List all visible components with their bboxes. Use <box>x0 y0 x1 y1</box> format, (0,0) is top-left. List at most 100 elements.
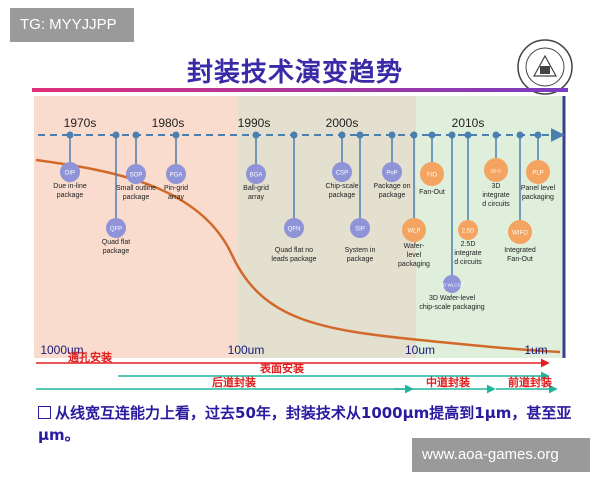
package-description: packaging <box>522 194 554 201</box>
package-abbr: SIP <box>355 227 365 233</box>
scale-label-1um: 1um <box>524 343 547 357</box>
package-description: Integrated <box>504 247 536 254</box>
timeline-dot <box>112 131 120 139</box>
decade-label-1980s: 1980s <box>152 116 185 130</box>
package-description: packaging <box>398 261 430 268</box>
package-description: array <box>168 194 184 201</box>
package-description: Pin-grid <box>164 185 188 192</box>
timeline-dot <box>448 131 456 139</box>
package-node-plp: PLP Panel level packaging <box>521 131 556 201</box>
package-description: Quad flat <box>102 239 130 246</box>
package-description: System in <box>345 247 376 254</box>
timeline-dot <box>492 131 500 139</box>
decade-label-1990s: 1990s <box>238 116 271 130</box>
package-description: 3D <box>492 183 501 190</box>
package-abbr: WLP <box>407 229 420 235</box>
package-bubble <box>126 164 146 184</box>
package-description: Wafer- <box>404 243 425 250</box>
bottom-right-watermark: www.aoa-games.org <box>412 438 590 472</box>
package-abbr: QFP <box>110 227 122 233</box>
package-bubble <box>332 162 352 182</box>
package-abbr: 3D IC <box>490 169 502 174</box>
through-hole-label: 通孔安装 <box>68 350 112 364</box>
package-abbr: DIP <box>65 171 75 177</box>
timeline-dot <box>172 131 180 139</box>
timeline-dot <box>534 131 542 139</box>
package-description: Due in-line <box>53 183 87 190</box>
package-bubble <box>458 220 478 240</box>
top-left-watermark: TG: MYYJJPP <box>10 8 134 42</box>
scale-label-100um: 100um <box>228 343 265 357</box>
summary-bullet-text: 从线宽互连能力上看，过去50年，封装技术从1000μm提高到1μm，甚至亚μm。 <box>38 404 572 444</box>
package-description: integrate <box>454 250 481 257</box>
package-bubble <box>443 275 461 293</box>
package-abbr: BGA <box>250 173 263 179</box>
scale-label-1000um: 1000um <box>40 343 83 357</box>
summary-bullet: 从线宽互连能力上看，过去50年，封装技术从1000μm提高到1μm，甚至亚μm。 <box>38 402 578 446</box>
package-description: package <box>123 194 150 201</box>
timeline-dot <box>464 131 472 139</box>
midend-label: 中道封装 <box>426 375 470 389</box>
package-description: Fan-Out <box>507 256 533 263</box>
package-abbr: 3D WLCSP <box>440 283 463 288</box>
decade-label-1970s: 1970s <box>64 116 97 130</box>
package-abbr: CSP <box>336 171 348 177</box>
decade-label-2010s: 2010s <box>452 116 485 130</box>
package-description: d circuits <box>482 201 510 208</box>
package-bubble <box>60 162 80 182</box>
package-description: Chip-scale <box>325 183 358 190</box>
package-description: Quad flat no <box>275 247 313 254</box>
package-description: package <box>347 256 374 263</box>
accent-bar <box>32 88 568 92</box>
package-description: Fan-Out <box>419 189 445 196</box>
package-bubble <box>382 162 402 182</box>
package-description: Small outline <box>116 185 156 192</box>
package-description: leads package <box>271 256 316 263</box>
package-node-qfp: QFP Quad flat package <box>102 131 130 255</box>
timeline-dot <box>66 131 74 139</box>
package-description: package <box>103 248 130 255</box>
package-abbr: 2.5D <box>462 229 475 235</box>
package-description: Panel level <box>521 185 556 192</box>
package-bubble <box>420 162 444 186</box>
backend-label: 后道封装 <box>212 375 256 389</box>
package-description: d circuits <box>454 259 482 266</box>
surface-mount-label: 表面安装 <box>259 361 304 375</box>
era-background-2010s <box>416 96 564 358</box>
package-description: Ball-grid <box>243 185 269 192</box>
package-description: Package on <box>374 183 411 190</box>
timeline-dot <box>356 131 364 139</box>
timeline-dot <box>132 131 140 139</box>
package-bubble <box>508 220 532 244</box>
package-abbr: SOP <box>130 173 143 179</box>
package-description: level <box>407 252 422 259</box>
frontend-label: 前道封装 <box>508 375 552 389</box>
package-bubble <box>526 160 550 184</box>
timeline-dot <box>516 131 524 139</box>
package-bubble <box>106 218 126 238</box>
package-description: 3D Wafer-level <box>429 295 475 302</box>
timeline-dot <box>252 131 260 139</box>
page-title: 封装技术演变趋势 <box>186 58 403 88</box>
package-description: package <box>379 192 406 199</box>
package-abbr: WIFO <box>512 231 528 237</box>
scale-label-10um: 10um <box>405 343 435 357</box>
timeline-dot <box>388 131 396 139</box>
era-background-1990s-2000s <box>238 96 416 358</box>
university-seal-icon <box>517 39 573 95</box>
package-bubble <box>484 158 508 182</box>
package-abbr: PLP <box>532 171 543 177</box>
decade-label-2000s: 2000s <box>326 116 359 130</box>
package-description: package <box>329 192 356 199</box>
assembly-arrows: 通孔安装 表面安装 后道封装 中道封装 前道封装 <box>36 350 558 394</box>
timeline-dot <box>410 131 418 139</box>
timeline-dot <box>290 131 298 139</box>
